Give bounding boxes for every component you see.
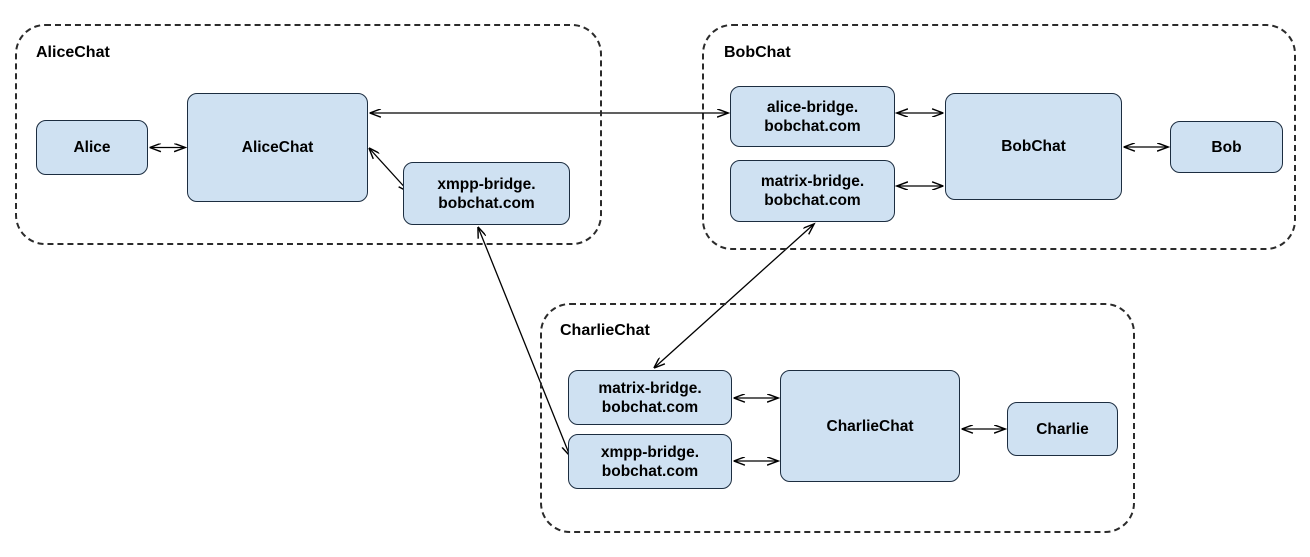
- node-bobchat-label: BobChat: [1001, 138, 1066, 155]
- node-charlie-label: Charlie: [1036, 420, 1089, 438]
- node-alicechat-label: AliceChat: [241, 139, 314, 156]
- node-charlie[interactable]: Charlie: [1007, 402, 1118, 456]
- node-bob-alice-bridge[interactable]: alice-bridge. bobchat.com: [730, 86, 895, 147]
- node-charlie-xmpp-bridge-label: xmpp-bridge. bobchat.com: [600, 443, 700, 480]
- group-label-bobchat: BobChat: [724, 44, 791, 61]
- node-charliechat[interactable]: CharlieChat: [780, 370, 960, 482]
- node-bob-alice-bridge-label: alice-bridge. bobchat.com: [764, 98, 861, 135]
- group-label-charliechat: CharlieChat: [560, 322, 650, 339]
- node-charlie-matrix-bridge-label: matrix-bridge. bobchat.com: [598, 379, 702, 416]
- node-bob-matrix-bridge-label: matrix-bridge. bobchat.com: [760, 173, 865, 209]
- node-charlie-matrix-bridge[interactable]: matrix-bridge. bobchat.com: [568, 370, 732, 425]
- node-alice-label: Alice: [73, 139, 111, 156]
- node-charlie-xmpp-bridge[interactable]: xmpp-bridge. bobchat.com: [568, 434, 732, 489]
- node-alicechat[interactable]: AliceChat: [187, 93, 368, 202]
- node-bobchat[interactable]: BobChat: [945, 93, 1122, 200]
- node-alice-xmpp-bridge[interactable]: xmpp-bridge. bobchat.com: [403, 162, 570, 225]
- node-alice-xmpp-bridge-label: xmpp-bridge. bobchat.com: [437, 175, 536, 212]
- node-bob-matrix-bridge[interactable]: matrix-bridge. bobchat.com: [730, 160, 895, 222]
- node-alice[interactable]: Alice: [36, 120, 148, 175]
- node-bob-label: Bob: [1211, 138, 1242, 156]
- group-alicechat: [15, 24, 602, 245]
- group-bobchat: [702, 24, 1296, 250]
- group-label-alicechat: AliceChat: [36, 44, 110, 61]
- node-bob[interactable]: Bob: [1170, 121, 1283, 173]
- group-charliechat: [540, 303, 1135, 533]
- node-charliechat-label: CharlieChat: [826, 417, 914, 435]
